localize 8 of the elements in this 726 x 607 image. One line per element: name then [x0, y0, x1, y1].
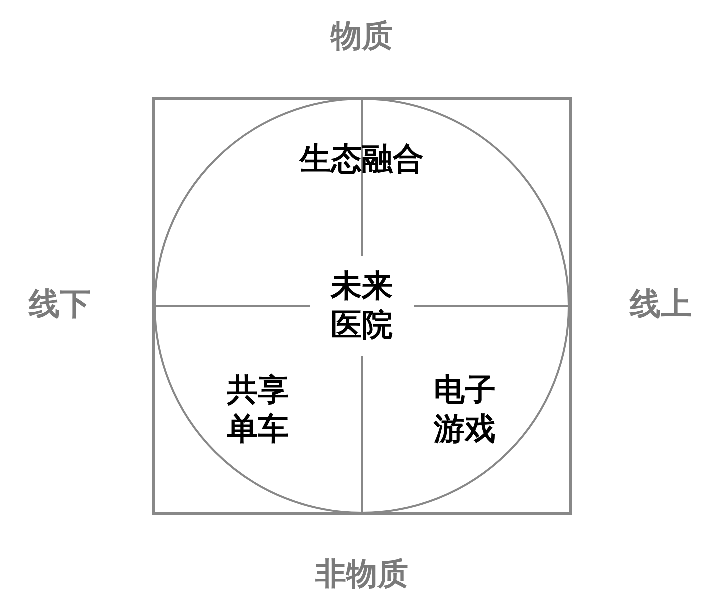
axis-label: 线下 — [29, 286, 91, 324]
quadrant-label: 电子游戏 — [433, 371, 497, 449]
axis-label: 线上 — [630, 286, 692, 324]
axis-label: 非物质 — [316, 556, 408, 594]
quadrant-label: 生态融合 — [300, 140, 424, 180]
center-label: 未来医院 — [330, 267, 394, 345]
axis-label: 物质 — [331, 18, 393, 56]
quadrant-label: 共享单车 — [226, 371, 290, 449]
